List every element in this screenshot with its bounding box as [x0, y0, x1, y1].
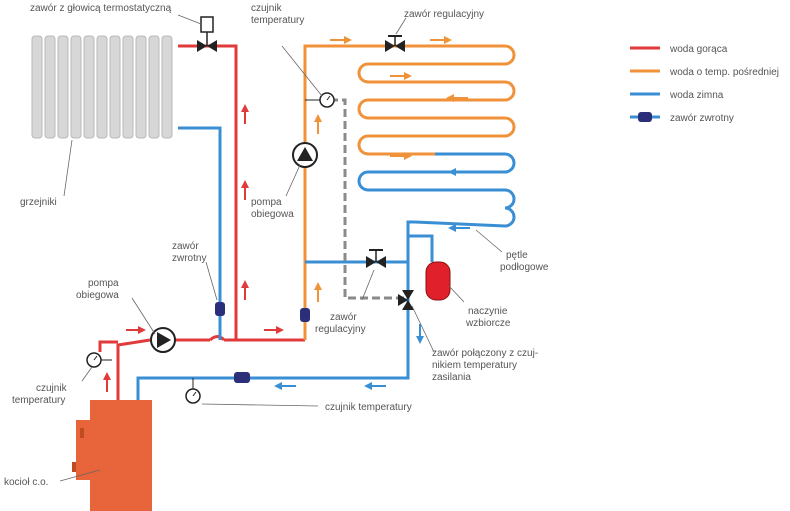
label-expansion-vessel-1: naczynie	[468, 306, 508, 317]
label-temp-sensor-top-2: temperatury	[251, 15, 304, 26]
legend-label-cold: woda zimna	[669, 90, 724, 101]
temp-sensor-left	[86, 352, 112, 368]
legend-label-check-valve: zawór zwrotny	[670, 113, 734, 124]
label-regulating-valve-bottom-1: zawór	[330, 312, 357, 323]
label-check-valve-1: zawór	[172, 241, 199, 252]
label-boiler: kocioł c.o.	[4, 477, 48, 488]
label-check-valve-2: zwrotny	[172, 253, 206, 264]
label-mixing-valve-2: nikiem temperatury	[432, 360, 517, 371]
label-mixing-valve-1: zawór połączony z czuj-	[432, 348, 538, 359]
temp-sensor-bottom	[185, 378, 201, 404]
label-temp-sensor-left-1: czujnik	[36, 383, 68, 394]
check-valve-3	[234, 372, 250, 383]
legend-label-mid: woda o temp. pośredniej	[669, 67, 779, 78]
label-pump-mid-2: obiegowa	[251, 209, 294, 220]
check-valve-1	[215, 302, 225, 316]
expansion-vessel	[425, 261, 451, 301]
label-temp-sensor-top-1: czujnik	[251, 3, 283, 14]
regulating-valve-top	[385, 35, 405, 52]
cold-water-pipes	[136, 126, 516, 400]
label-temp-sensor-bottom: czujnik temperatury	[325, 402, 412, 413]
flow-arrows	[103, 36, 470, 392]
boiler	[72, 400, 152, 511]
regulating-valve-bottom	[366, 249, 386, 268]
label-radiators: grzejniki	[20, 197, 57, 208]
label-pump-left-2: obiegowa	[76, 290, 119, 301]
label-floor-loops-1: pętle	[506, 250, 528, 261]
thermostatic-valve	[197, 16, 217, 52]
check-valve-2	[300, 308, 310, 322]
label-mixing-valve-3: zasilania	[432, 372, 471, 383]
temp-sensor-top	[305, 92, 335, 108]
legend: woda gorąca woda o temp. pośredniej woda…	[630, 44, 779, 124]
control-dashed-line	[330, 98, 408, 300]
mid-temp-pipes	[303, 44, 516, 340]
label-regulating-valve-top: zawór regulacyjny	[404, 9, 484, 20]
label-temp-sensor-left-2: temperatury	[12, 395, 65, 406]
label-pump-mid-1: pompa	[251, 197, 282, 208]
label-expansion-vessel-2: wzbiorcze	[465, 318, 511, 329]
radiator	[31, 35, 173, 139]
leader-lines	[59, 14, 503, 482]
mixing-valve	[398, 290, 414, 310]
pump-mid	[292, 142, 318, 168]
pump-left	[150, 327, 176, 353]
legend-swatch-check-valve	[638, 112, 652, 122]
legend-label-hot: woda gorąca	[669, 44, 728, 55]
label-thermostatic-valve: zawór z głowicą termostatyczną	[30, 3, 172, 14]
label-pump-left-1: pompa	[88, 278, 119, 289]
label-regulating-valve-bottom-2: regulacyjny	[315, 324, 366, 335]
label-floor-loops-2: podłogowe	[500, 262, 549, 273]
